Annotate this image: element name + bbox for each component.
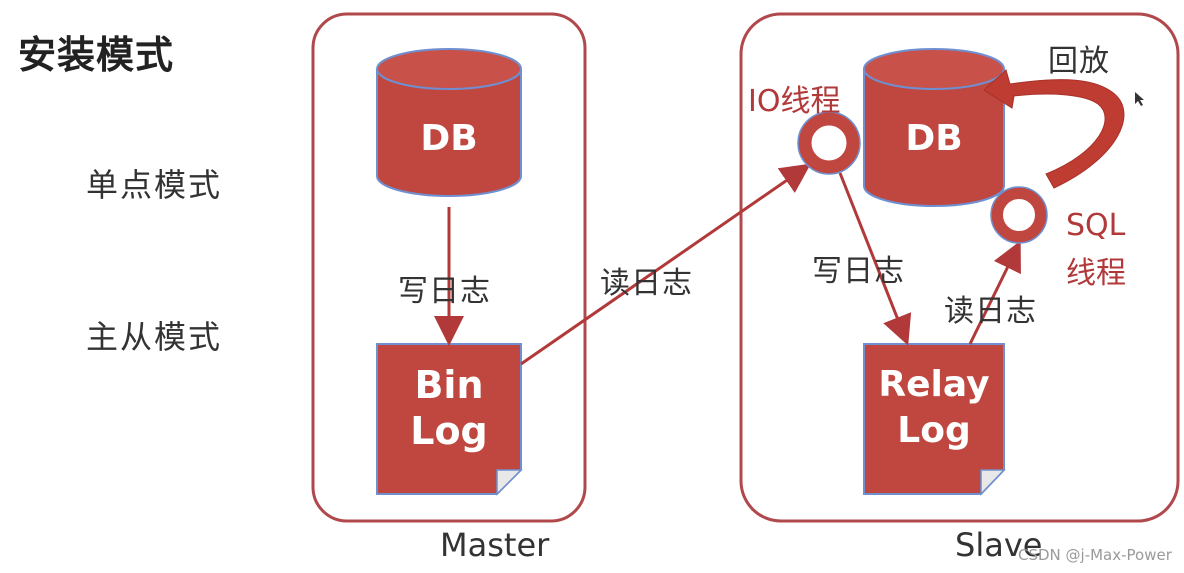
- relaylog-label-line1: Relay: [878, 364, 990, 405]
- mouse-cursor-icon: [1135, 92, 1144, 106]
- relaylog-document: [863, 343, 1006, 496]
- io-thread-ring: [798, 112, 860, 174]
- replication-read-log-label: 读日志: [600, 266, 693, 301]
- binlog-document: [376, 343, 523, 496]
- page-title: 安装模式: [18, 33, 175, 77]
- master-slave-mode-label: 主从模式: [86, 318, 223, 356]
- slave-db-label: DB: [905, 118, 963, 159]
- master-panel-name: Master: [440, 526, 550, 564]
- slave-panel-name: Slave: [955, 526, 1043, 564]
- sql-thread-label-line2: 线程: [1066, 256, 1126, 291]
- slave-panel: [739, 12, 1180, 523]
- master-db-cylinder: [376, 48, 522, 197]
- single-mode-label: 单点模式: [86, 166, 223, 204]
- io-thread-label: IO线程: [748, 84, 841, 119]
- slave-write-log-label: 写日志: [812, 254, 905, 289]
- relaylog-label-line2: Log: [897, 410, 971, 451]
- master-db-label: DB: [420, 118, 478, 159]
- replication-read-log-arrow: [520, 163, 811, 366]
- watermark: CSDN @j-Max-Power: [1018, 546, 1172, 564]
- sql-thread-ring: [991, 187, 1047, 243]
- sql-thread-ring-outline: [990, 186, 1048, 244]
- binlog-label-line1: Bin: [414, 363, 484, 407]
- replay-label: 回放: [1048, 44, 1110, 79]
- io-thread-ring-outline: [797, 111, 861, 175]
- slave-read-log-label: 读日志: [944, 294, 1037, 329]
- slave-read-log-arrow: [968, 240, 1021, 345]
- sql-thread-label-line1: SQL: [1066, 208, 1126, 243]
- slave-db-cylinder: [863, 48, 1005, 207]
- master-panel: [311, 12, 587, 523]
- master-write-log-label: 写日志: [398, 274, 491, 309]
- binlog-label-line2: Log: [410, 409, 488, 453]
- slave-write-log-arrow: [838, 172, 912, 346]
- replay-arrow: [983, 69, 1125, 189]
